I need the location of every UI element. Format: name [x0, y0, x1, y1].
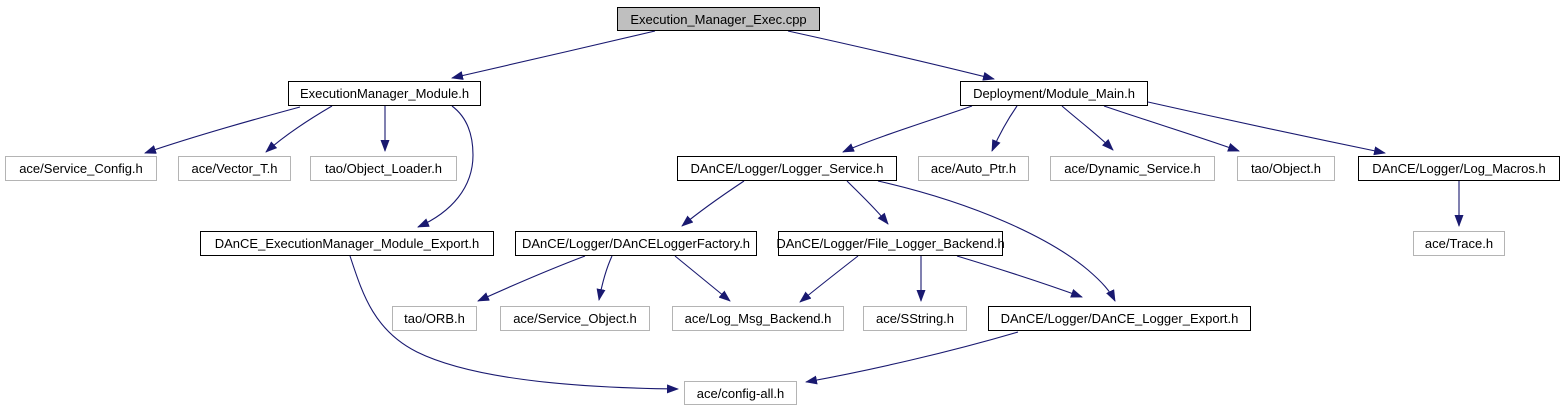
edge-deployment-module-main-h-to-ace-auto-ptr-h	[991, 105, 1018, 152]
edge-dance-logger-dance-logger-export-h-to-ace-config-all-h	[805, 331, 1019, 385]
edge-dance-logger-file-logger-backend-h-to-ace-log-msg-backend-h	[799, 255, 859, 303]
node-execution-manager-exec-cpp: Execution_Manager_Exec.cpp	[617, 7, 820, 31]
edge-deployment-module-main-h-to-tao-object-h	[1103, 105, 1240, 152]
edge-executionmanager-module-h-to-ace-vector-t-h	[265, 105, 333, 153]
edge-deployment-module-main-h-to-dance-logger-log-macros-h	[1147, 101, 1386, 156]
edge-executionmanager-module-h-to-dance-executionmanager-module-export-h	[417, 105, 474, 228]
edge-dance-logger-danceloggerfactory-h-to-ace-service-object-h	[596, 255, 613, 301]
node-dance-logger-log-macros-h[interactable]: DAnCE/Logger/Log_Macros.h	[1358, 156, 1560, 181]
edge-dance-logger-logger-service-h-to-dance-logger-file-logger-backend-h	[846, 180, 889, 225]
node-dance-executionmanager-module-export-h[interactable]: DAnCE_ExecutionManager_Module_Export.h	[200, 231, 494, 256]
edge-deployment-module-main-h-to-ace-dynamic-service-h	[1061, 105, 1114, 151]
node-dance-logger-logger-service-h[interactable]: DAnCE/Logger/Logger_Service.h	[677, 156, 897, 181]
edge-executionmanager-module-h-to-ace-service-config-h	[144, 106, 301, 154]
node-tao-object-loader-h: tao/Object_Loader.h	[310, 156, 457, 181]
edge-dance-logger-logger-service-h-to-dance-logger-danceloggerfactory-h	[681, 180, 745, 227]
node-ace-dynamic-service-h: ace/Dynamic_Service.h	[1050, 156, 1215, 181]
node-dance-logger-file-logger-backend-h[interactable]: DAnCE/Logger/File_Logger_Backend.h	[776, 231, 1005, 256]
node-ace-service-object-h: ace/Service_Object.h	[500, 306, 650, 331]
node-ace-vector-t-h: ace/Vector_T.h	[178, 156, 291, 181]
node-tao-object-h: tao/Object.h	[1237, 156, 1335, 181]
edge-dance-logger-danceloggerfactory-h-to-tao-orb-h	[477, 255, 586, 302]
edge-dance-logger-logger-service-h-to-dance-logger-dance-logger-export-h	[877, 180, 1116, 302]
node-tao-orb-h: tao/ORB.h	[392, 306, 477, 331]
node-dance-logger-danceloggerfactory-h[interactable]: DAnCE/Logger/DAnCELoggerFactory.h	[515, 231, 757, 256]
edge-dance-logger-danceloggerfactory-h-to-ace-log-msg-backend-h	[674, 255, 731, 302]
edge-dance-logger-file-logger-backend-h-to-dance-logger-dance-logger-export-h	[956, 255, 1083, 298]
node-ace-log-msg-backend-h: ace/Log_Msg_Backend.h	[672, 306, 844, 331]
node-ace-config-all-h: ace/config-all.h	[684, 381, 797, 405]
node-ace-auto-ptr-h: ace/Auto_Ptr.h	[918, 156, 1029, 181]
node-ace-sstring-h: ace/SString.h	[863, 306, 967, 331]
edge-deployment-module-main-h-to-dance-logger-logger-service-h	[842, 105, 973, 153]
node-deployment-module-main-h[interactable]: Deployment/Module_Main.h	[960, 81, 1148, 106]
edge-execution-manager-exec-cpp-to-deployment-module-main-h	[787, 30, 995, 81]
node-dance-logger-dance-logger-export-h[interactable]: DAnCE/Logger/DAnCE_Logger_Export.h	[988, 306, 1251, 331]
node-ace-service-config-h: ace/Service_Config.h	[5, 156, 157, 181]
edge-group	[144, 30, 1464, 394]
edge-execution-manager-exec-cpp-to-executionmanager-module-h	[451, 30, 656, 80]
edge-dance-executionmanager-module-export-h-to-ace-config-all-h	[349, 255, 679, 394]
node-executionmanager-module-h[interactable]: ExecutionManager_Module.h	[288, 81, 481, 106]
node-ace-trace-h: ace/Trace.h	[1413, 231, 1505, 256]
